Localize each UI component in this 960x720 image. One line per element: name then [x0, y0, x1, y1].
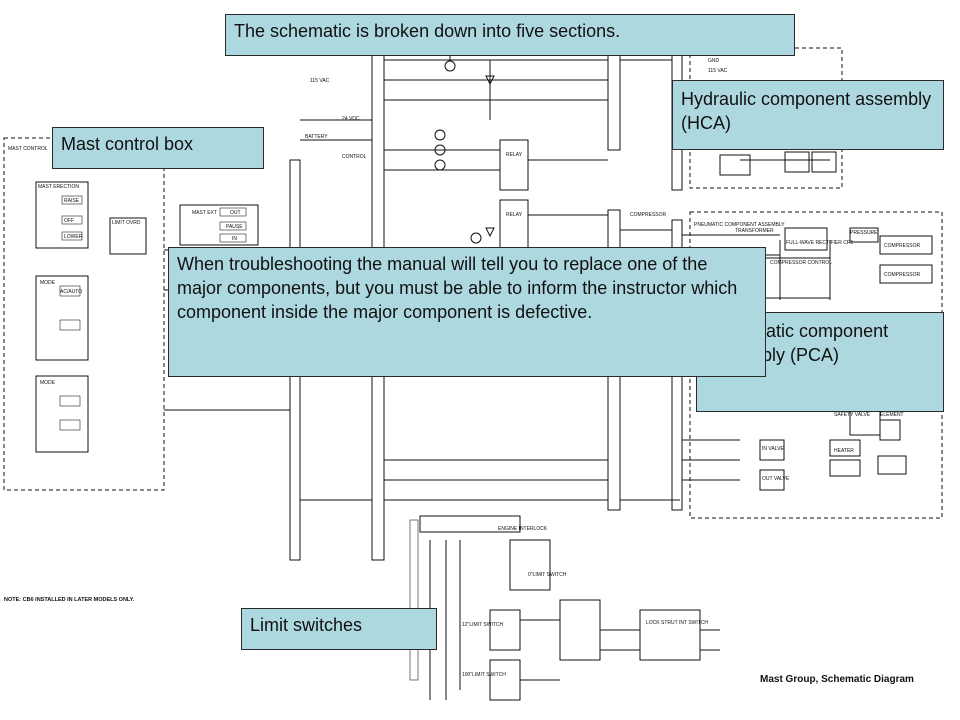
label-safety-valve: SAFETY VALVE: [834, 412, 871, 418]
label-battery: BATTERY: [305, 134, 328, 140]
label-lock-strut: LOCK STRUT INT SWITCH: [646, 620, 708, 626]
label-in-valve: IN VALVE: [762, 446, 784, 452]
label-limit-100: 100"LIMIT SWITCH: [462, 672, 506, 678]
label-raise: RAISE: [64, 198, 80, 204]
label-engine-interlock: ENGINE INTERLOCK: [498, 526, 548, 532]
label-pressure: PRESSURE: [850, 230, 878, 236]
label-rectifier: FULL-WAVE RECTIFIER CR1: [786, 240, 853, 246]
diagram-caption: Mast Group, Schematic Diagram: [760, 674, 914, 685]
label-element: ELEMENT: [880, 412, 904, 418]
label-ac-auto: AC/AUTO: [60, 289, 82, 295]
label-lower: LOWER: [64, 234, 83, 240]
label-off: OFF: [64, 218, 74, 224]
label-out: OUT: [230, 210, 241, 216]
label-compressor-2: COMPRESSOR: [884, 243, 921, 249]
callout-troubleshooting: When troubleshooting the manual will tel…: [168, 247, 766, 377]
mast-control-switches: [35, 181, 259, 453]
components: [434, 60, 933, 491]
label-relay-2: RELAY: [506, 212, 523, 218]
label-out-valve: OUT VALVE: [762, 476, 790, 482]
label-transformer: TRANSFORMER: [735, 228, 774, 234]
label-comp-control: COMPRESSOR CONTROL: [770, 260, 832, 266]
label-pause: PAUSE: [226, 224, 243, 230]
callout-five-sections: The schematic is broken down into five s…: [225, 14, 795, 56]
label-115-vac-2: 115 VAC: [708, 68, 728, 74]
label-mode: MODE: [40, 280, 56, 286]
mast-control-box-outline: [3, 137, 165, 491]
label-limit-0: 0"LIMIT SWITCH: [528, 572, 567, 578]
label-mast-erection: MAST ERECTION: [38, 184, 79, 190]
label-control: CONTROL: [342, 154, 367, 160]
label-limit-ovrd: LIMIT OVRD: [112, 220, 141, 226]
callout-hca: Hydraulic component assembly (HCA): [672, 80, 944, 150]
label-115-vac: 115 VAC: [310, 78, 330, 84]
label-mode-2: MODE: [40, 380, 56, 386]
diagram-labels: 115 VAC 24 VDC BATTERY CONTROL MAST EREC…: [8, 58, 921, 678]
callout-mast-control-box: Mast control box: [52, 127, 264, 169]
label-heater: HEATER: [834, 448, 854, 454]
label-compressor-3: COMPRESSOR: [884, 272, 921, 278]
label-mast-ext: MAST EXT: [192, 210, 217, 216]
label-24-vdc: 24 VDC: [342, 116, 360, 122]
callout-limit-switches: Limit switches: [241, 608, 437, 650]
label-relay-1: RELAY: [506, 152, 523, 158]
label-compressor-1: COMPRESSOR: [630, 212, 667, 218]
label-limit-12: 12"LIMIT SWITCH: [462, 622, 504, 628]
installation-note: NOTE: CB6 INSTALLED IN LATER MODELS ONLY…: [4, 597, 135, 603]
label-gnd: GND: [708, 58, 720, 64]
label-mast-control: MAST CONTROL: [8, 146, 48, 152]
label-in: IN: [232, 236, 237, 242]
label-pneumatic: PNEUMATIC COMPONENT ASSEMBLY: [694, 222, 785, 228]
wire-bundle: [164, 20, 831, 700]
